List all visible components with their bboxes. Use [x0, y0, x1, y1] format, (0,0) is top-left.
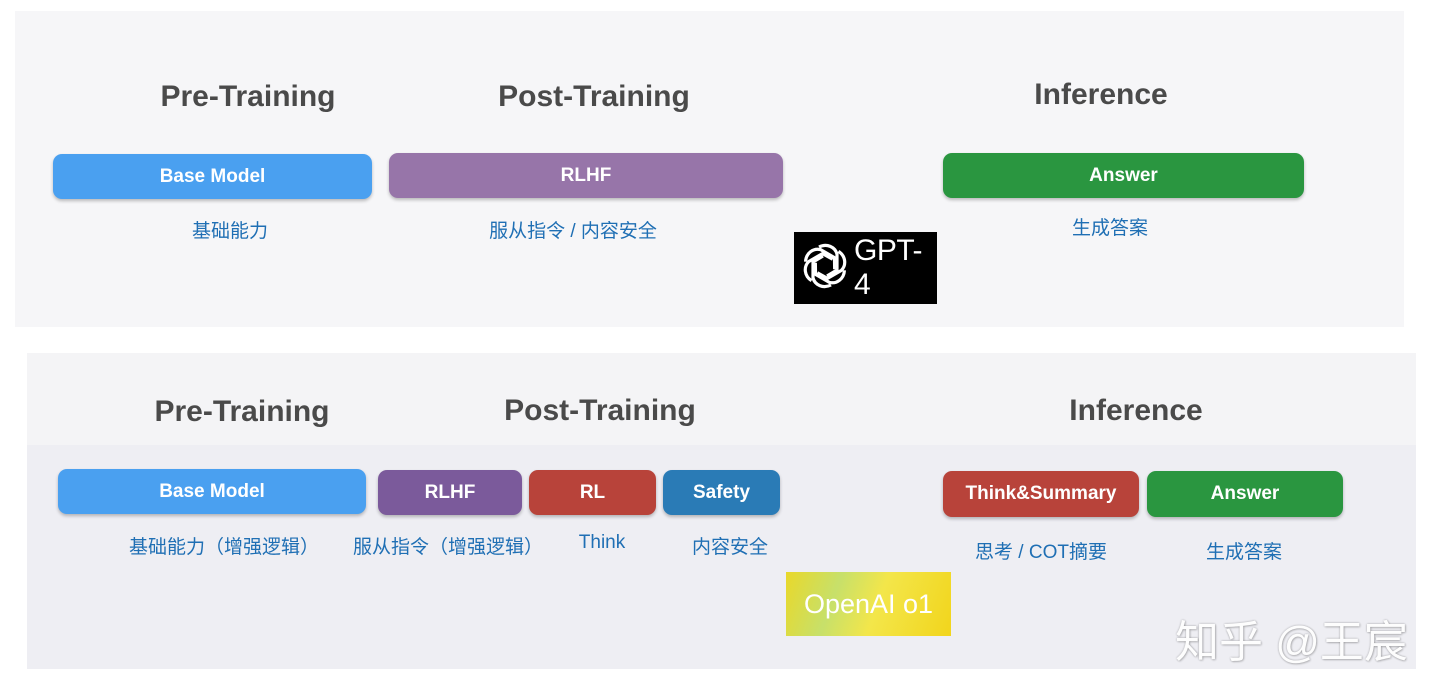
bottom-base-model-box: Base Model — [58, 469, 366, 514]
openai-o1-logo: OpenAI o1 — [786, 572, 951, 636]
bottom-answer-box: Answer — [1147, 471, 1343, 517]
bottom-stage-pre-training: Pre-Training — [154, 395, 330, 428]
bottom-rlhf-box: RLHF — [378, 470, 522, 515]
top-rlhf-box: RLHF — [389, 153, 783, 198]
bottom-rl-caption: Think — [578, 532, 626, 553]
bottom-base-model-caption: 基础能力（增强逻辑） — [128, 537, 320, 558]
bottom-rlhf-caption: 服从指令（增强逻辑） — [352, 537, 544, 558]
bottom-safety-box: Safety — [663, 470, 780, 515]
bottom-rl-box: RL — [529, 470, 656, 515]
top-stage-inference: Inference — [1034, 78, 1168, 111]
bottom-think-summary-box: Think&Summary — [943, 471, 1139, 517]
bottom-think-summary-caption: 思考 / COT摘要 — [975, 542, 1107, 563]
bottom-stage-inference: Inference — [1069, 394, 1203, 427]
watermark: 知乎 @王宸 — [1175, 618, 1408, 667]
top-base-model-caption: 基础能力 — [191, 221, 269, 242]
top-stage-post-training: Post-Training — [498, 80, 690, 113]
top-answer-box: Answer — [943, 153, 1304, 198]
top-rlhf-caption: 服从指令 / 内容安全 — [489, 221, 657, 242]
bottom-safety-caption: 内容安全 — [691, 537, 769, 558]
openai-o1-logo-text: OpenAI o1 — [803, 588, 934, 619]
gpt4-logo-text: GPT-4 — [854, 234, 923, 301]
gpt4-logo: GPT-4 — [794, 232, 937, 304]
top-base-model-box: Base Model — [53, 154, 372, 199]
openai-logo-icon — [794, 239, 852, 298]
top-answer-caption: 生成答案 — [1071, 218, 1149, 239]
bottom-stage-post-training: Post-Training — [504, 394, 696, 427]
bottom-answer-caption: 生成答案 — [1205, 542, 1283, 563]
top-stage-pre-training: Pre-Training — [160, 80, 336, 113]
